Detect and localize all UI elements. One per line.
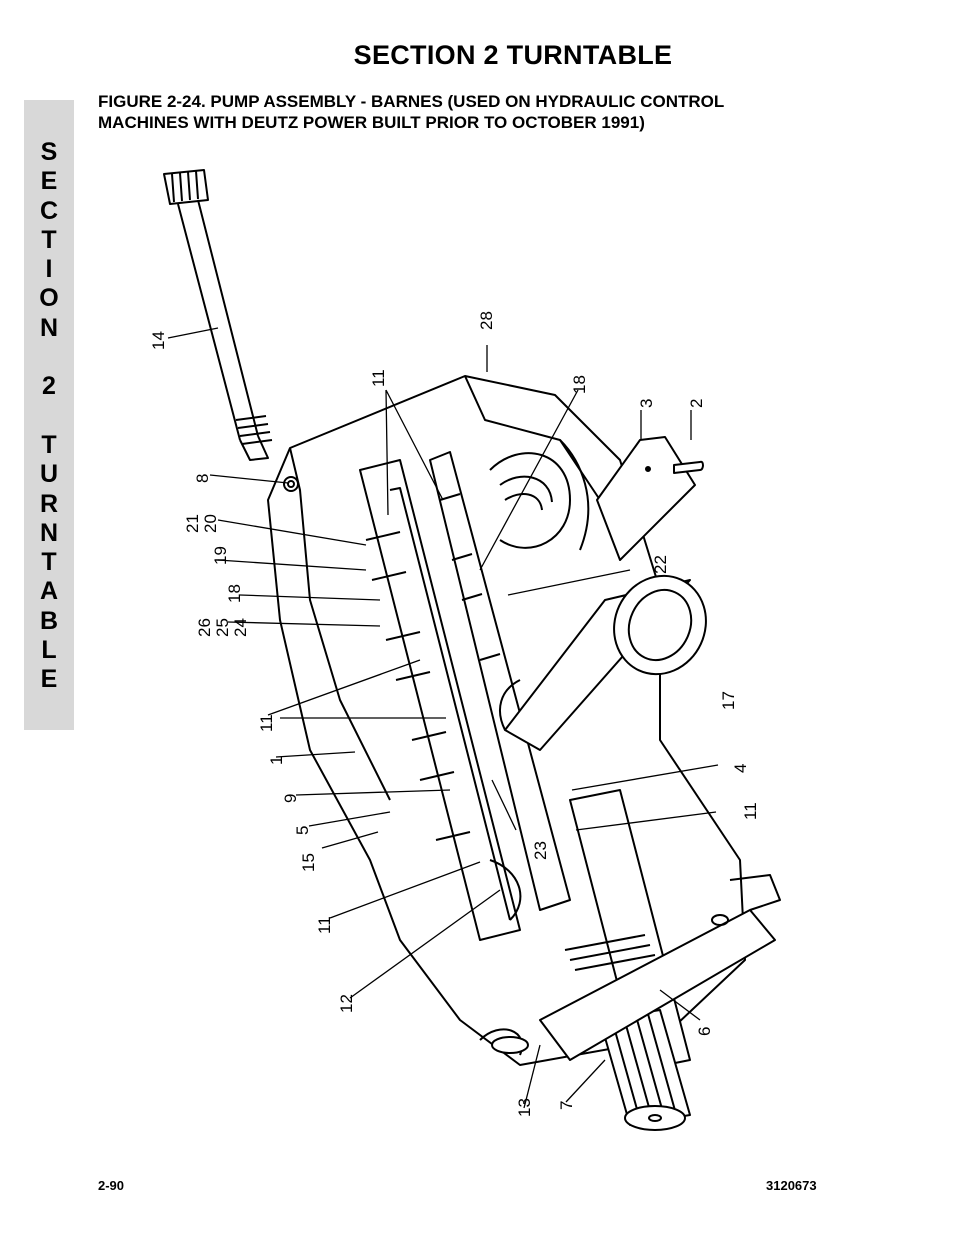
side-tab-letter: A	[39, 577, 59, 606]
callout-19: 19	[211, 546, 230, 565]
side-tab-letter: S	[40, 138, 58, 166]
side-tab-letter: B	[39, 606, 59, 635]
callout-26: 26	[195, 618, 214, 637]
callout-14: 14	[149, 331, 168, 350]
callout-17: 17	[719, 691, 738, 710]
page-number: 2-90	[98, 1178, 125, 1193]
side-tab-letter: O	[39, 284, 59, 313]
callout-15: 15	[299, 853, 318, 872]
callout-2: 2	[687, 399, 706, 408]
figure-caption-line-1: FIGURE 2-24. PUMP ASSEMBLY - BARNES (USE…	[98, 92, 725, 111]
document-number: 3120673	[766, 1178, 817, 1193]
side-tab-letter: T	[41, 225, 57, 254]
callout-21: 21	[183, 514, 202, 533]
side-tab-letter: U	[39, 460, 59, 489]
side-tab-letter: T	[41, 430, 57, 459]
section-title: SECTION 2 TURNTABLE	[353, 40, 673, 70]
callout-4: 4	[731, 764, 750, 773]
callout-28: 28	[477, 311, 496, 330]
callout-6: 6	[695, 1027, 714, 1036]
side-tab-letter: N	[39, 313, 59, 342]
side-tab-letter: E	[40, 167, 58, 196]
mounting-flange-13-drawing	[491, 874, 781, 1061]
callout-20: 20	[201, 514, 220, 533]
callout-18-lower: 18	[225, 584, 244, 603]
cover-plate-3-drawing	[596, 436, 704, 561]
callout-22: 22	[651, 555, 670, 574]
side-tab-letter: 2	[42, 372, 56, 401]
callout-labels: 14 28 11 18 3 2 8 21 20 19 18 26 25 24 2…	[149, 311, 760, 1117]
callout-11-right: 11	[741, 802, 760, 820]
callout-leader-lines	[167, 327, 719, 1109]
side-tab-letter: C	[39, 196, 59, 225]
callout-25: 25	[213, 618, 232, 637]
figure-caption-line-2: MACHINES WITH DEUTZ POWER BUILT PRIOR TO…	[98, 113, 645, 132]
side-tab-letter: I	[45, 255, 53, 284]
callout-5: 5	[293, 826, 312, 835]
callout-7: 7	[557, 1101, 576, 1110]
side-tab-letters: S E C T I O N 2 T U R N T A B L E	[24, 138, 74, 695]
callout-11: 11	[369, 369, 388, 387]
side-tab-letter: L	[41, 636, 57, 665]
callout-8: 8	[193, 474, 212, 483]
section-side-tab: S E C T I O N 2 T U R N T A B L E	[24, 100, 74, 730]
callout-9: 9	[281, 794, 300, 803]
side-tab-letter: N	[39, 518, 59, 547]
callout-11-lower: 11	[315, 916, 334, 934]
bearing-sleeve-17-drawing	[499, 574, 707, 751]
side-tab-letter: T	[41, 548, 57, 577]
callout-12: 12	[337, 994, 356, 1013]
side-tab-letter: E	[40, 665, 58, 694]
callout-13: 13	[515, 1098, 534, 1117]
callout-18: 18	[570, 375, 589, 394]
pump-assembly-diagram: 14 28 11 18 3 2 8 21 20 19 18 26 25 24 2…	[149, 169, 781, 1131]
callout-3: 3	[637, 399, 656, 408]
callout-24: 24	[231, 618, 250, 637]
callout-11-middle: 11	[257, 714, 276, 732]
callout-1: 1	[267, 756, 286, 765]
figure-caption: FIGURE 2-24. PUMP ASSEMBLY - BARNES (USE…	[98, 91, 858, 133]
side-tab-letter: R	[39, 489, 59, 518]
callout-23: 23	[531, 841, 550, 860]
bolt-14-drawing	[163, 169, 273, 461]
